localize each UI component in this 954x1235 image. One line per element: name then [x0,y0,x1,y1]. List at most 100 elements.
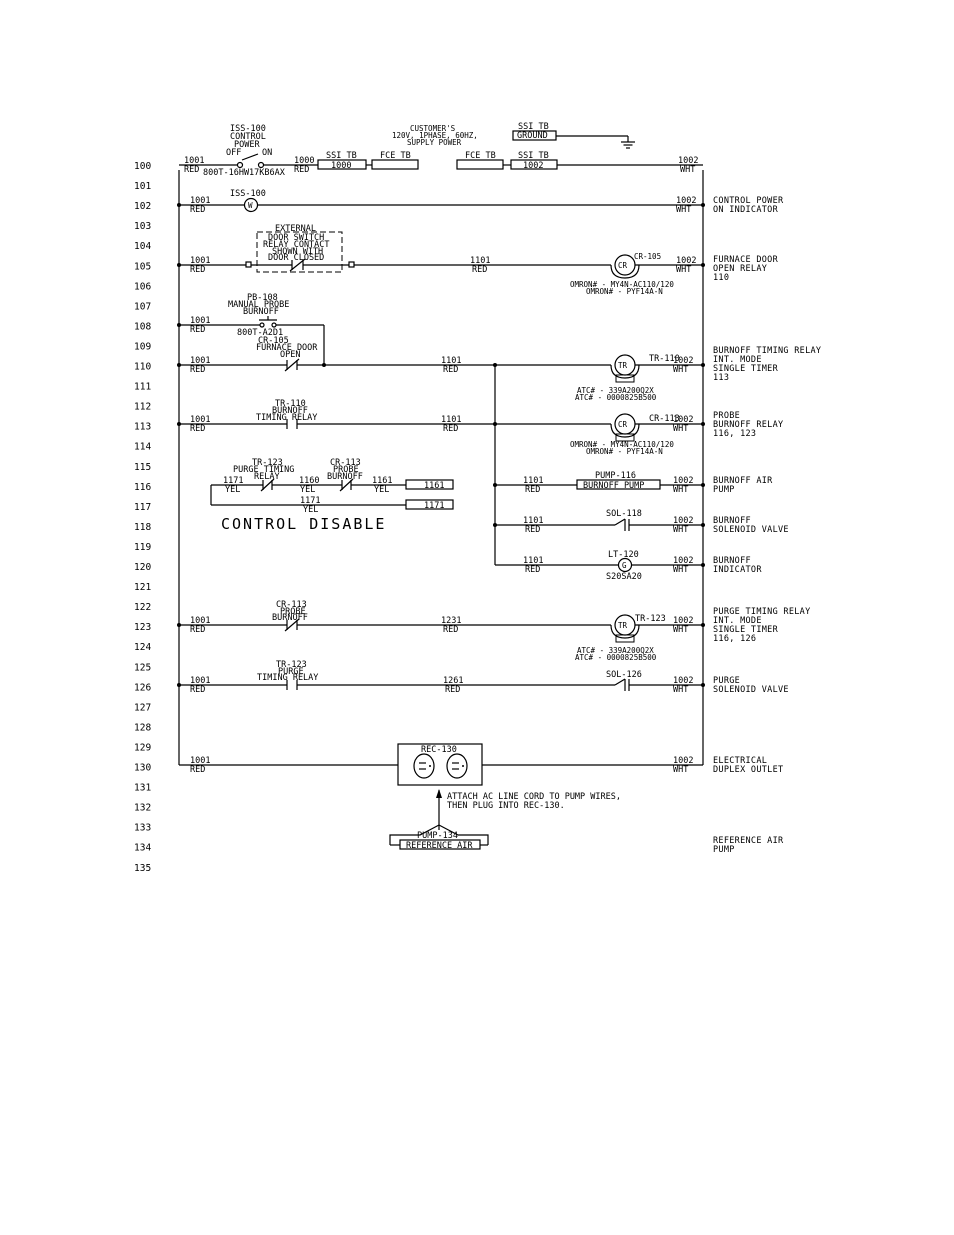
rung-120: G LT-120 S20SA20 1101 RED 1002 WHT BURNO… [495,550,762,582]
svg-text:WHT: WHT [673,424,688,434]
svg-text:REFERENCE AIR: REFERENCE AIR [713,836,784,846]
svg-text:1101: 1101 [523,516,543,526]
svg-text:OMRON# - MY4N-AC110/120: OMRON# - MY4N-AC110/120 [570,280,674,289]
svg-text:1000: 1000 [294,156,314,166]
svg-text:CR: CR [618,261,628,270]
svg-text:YEL: YEL [303,505,318,515]
svg-text:1000: 1000 [331,161,351,171]
row-number: 125 [134,662,151,673]
svg-text:SOLENOID VALVE: SOLENOID VALVE [713,525,789,535]
svg-text:ISS-100: ISS-100 [230,189,266,199]
svg-text:PROBE: PROBE [333,465,359,475]
svg-text:THEN PLUG INTO REC-130.: THEN PLUG INTO REC-130. [447,801,565,811]
rung-100: ISS-100 CONTROL POWER OFF ON 800T-16HW17… [179,122,703,178]
svg-text:MANUAL PROBE: MANUAL PROBE [228,300,289,310]
svg-text:FURNACE DOOR: FURNACE DOOR [713,255,779,265]
row-number: 115 [134,462,151,473]
row-number: 114 [134,442,151,453]
svg-text:INT. MODE: INT. MODE [713,355,762,365]
svg-text:PURGE: PURGE [713,676,740,686]
svg-text:1002: 1002 [523,161,543,171]
svg-text:1161: 1161 [424,481,444,491]
svg-text:1001: 1001 [190,256,210,266]
outlet-receptacle-icon [446,753,468,779]
row-number: 105 [134,261,151,272]
svg-text:CR-113: CR-113 [276,600,307,610]
svg-text:1001: 1001 [184,156,204,166]
svg-text:RED: RED [190,265,205,275]
svg-text:120V, 1PHASE, 60HZ,: 120V, 1PHASE, 60HZ, [392,131,478,140]
svg-text:PURGE: PURGE [278,667,304,677]
svg-text:1002: 1002 [676,196,696,206]
svg-text:1001: 1001 [190,415,210,425]
rung-126: TR-123 PURGE TIMING RELAY SOL-126 1001 R… [179,660,789,695]
svg-text:FCE TB: FCE TB [380,151,411,161]
svg-text:YEL: YEL [225,485,240,495]
svg-text:SSI TB: SSI TB [326,151,357,161]
control-disable-group: 1161 1171 TR-123 PURGE TIMING RELAY CR-1… [210,458,454,533]
svg-text:PUMP-134: PUMP-134 [417,831,458,841]
row-number: 123 [134,622,151,633]
iss-part-number: 800T-16HW17KB6AX [203,168,286,178]
svg-text:RED: RED [190,205,205,215]
svg-text:CR-113: CR-113 [649,414,680,424]
svg-text:BURNOFF RELAY: BURNOFF RELAY [713,420,783,430]
svg-text:1160: 1160 [299,476,319,486]
svg-text:1002: 1002 [673,356,693,366]
svg-text:1101: 1101 [441,356,461,366]
row-number: 131 [134,783,151,794]
row-number: 134 [134,843,151,854]
row-number: 102 [134,201,151,212]
svg-text:PROBE: PROBE [713,411,740,421]
svg-text:RED: RED [472,265,487,275]
svg-text:1001: 1001 [190,676,210,686]
svg-text:WHT: WHT [673,365,688,375]
svg-text:W: W [248,201,253,210]
svg-text:CONTROL POWER: CONTROL POWER [713,196,784,206]
svg-text:ATC# - 339A200Q2X: ATC# - 339A200Q2X [577,646,654,655]
svg-text:1001: 1001 [190,756,210,766]
svg-text:WHT: WHT [673,685,688,695]
row-number: 109 [134,341,151,352]
svg-text:113: 113 [713,373,729,383]
svg-text:1002: 1002 [673,616,693,626]
svg-text:YEL: YEL [374,485,389,495]
row-number: 117 [134,502,151,513]
svg-text:GROUND: GROUND [517,131,548,141]
svg-text:WHT: WHT [680,165,695,175]
svg-text:1002: 1002 [673,516,693,526]
svg-text:BURNOFF: BURNOFF [272,406,308,416]
svg-text:1101: 1101 [441,415,461,425]
row-number: 130 [134,763,151,774]
svg-text:SOL-118: SOL-118 [606,509,642,519]
svg-text:PURGE TIMING: PURGE TIMING [233,465,294,475]
row-number: 129 [134,742,151,753]
arrow-up-icon [436,789,442,798]
svg-text:1002: 1002 [673,676,693,686]
svg-text:RED: RED [525,485,540,495]
rung-110: TR CR-105 FURNACE DOOR OPEN TR-110 ATC# … [179,336,821,565]
svg-text:REFERENCE AIR: REFERENCE AIR [406,841,473,851]
svg-text:BURNOFF: BURNOFF [713,556,751,566]
svg-text:OFF: OFF [226,148,241,158]
svg-text:CR: CR [618,420,628,429]
svg-text:ATC# - 339A200Q2X: ATC# - 339A200Q2X [577,386,654,395]
svg-text:WHT: WHT [676,265,691,275]
rung-108: PB-108 MANUAL PROBE BURNOFF 800T-A2D1 10… [179,293,325,365]
svg-text:WHT: WHT [673,625,688,635]
iss-100-label: ISS-100 [230,124,266,134]
rung-123: TR CR-113 PROBE BURNOFF TR-123 ATC# - 33… [179,600,810,662]
svg-text:PROBE: PROBE [280,607,306,617]
control-disable-title: CONTROL DISABLE [221,515,386,533]
svg-text:OMRON# - PYF14A-N: OMRON# - PYF14A-N [586,447,663,456]
rung-118: SOL-118 1101 RED 1002 WHT BURNOFF SOLENO… [493,509,789,535]
svg-text:SSI TB: SSI TB [518,151,549,161]
row-number: 100 [134,161,151,172]
terminal-1171-box [405,499,454,510]
row-number: 113 [134,422,151,433]
svg-text:TIMING RELAY: TIMING RELAY [256,413,317,423]
svg-text:RED: RED [190,424,205,434]
svg-text:WHT: WHT [673,765,688,775]
svg-text:SUPPLY POWER: SUPPLY POWER [407,138,462,147]
